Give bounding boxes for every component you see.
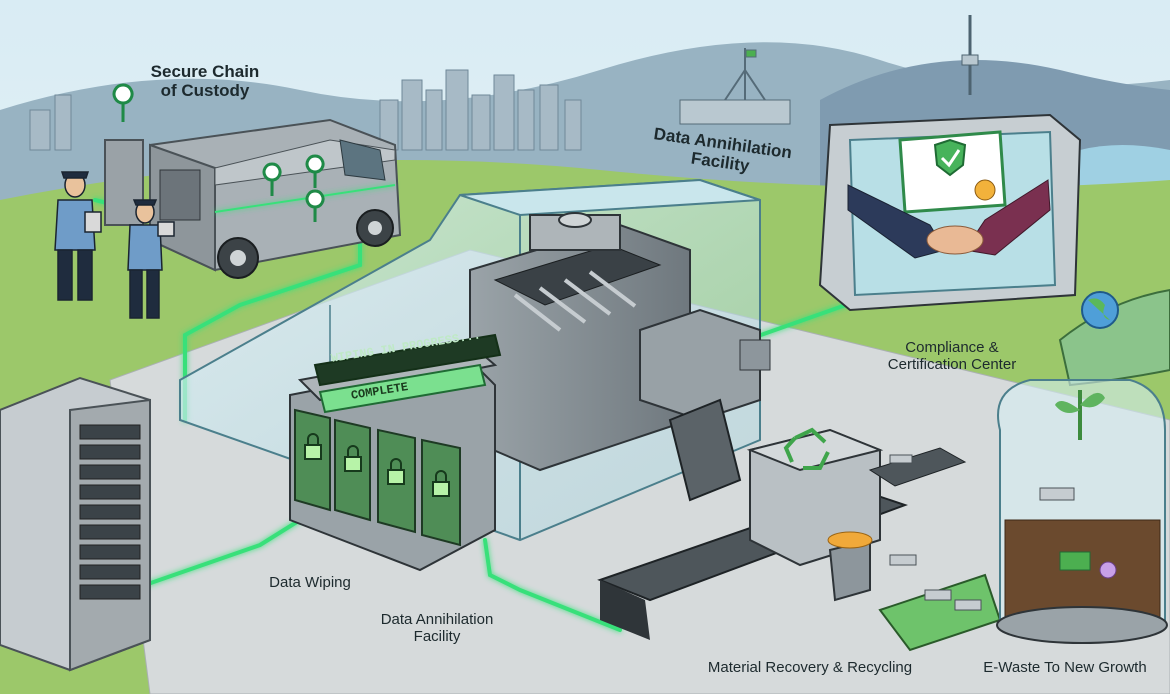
recycle-icon xyxy=(783,427,830,470)
recycling-station xyxy=(597,398,1002,652)
parliament-building xyxy=(679,48,791,125)
label-compliance-certification-center: Compliance & Certification Center xyxy=(887,339,1017,373)
e-waste-terrarium xyxy=(996,379,1168,644)
globe-icon xyxy=(1081,291,1119,329)
compliance-center xyxy=(818,113,1082,312)
label-data-annihilation-facility-bottom: Data Annihilation Facility xyxy=(380,611,494,645)
industrial-shredder xyxy=(469,212,771,472)
city-skyline xyxy=(29,69,582,151)
server-rack xyxy=(0,376,151,672)
shield-check-icon xyxy=(933,138,967,177)
security-officers xyxy=(54,171,175,319)
armored-truck xyxy=(104,118,402,279)
wiping-console xyxy=(289,333,502,572)
label-e-waste-to-new-growth: E-Waste To New Growth xyxy=(983,659,1147,676)
label-secure-chain-of-custody: Secure Chain of Custody xyxy=(150,62,260,101)
label-data-wiping: Data Wiping xyxy=(269,574,351,591)
padlock-icon xyxy=(304,433,450,497)
telecom-tower xyxy=(961,15,979,95)
location-pin-icon xyxy=(112,83,325,223)
label-material-recovery-recycling: Material Recovery & Recycling xyxy=(707,659,913,676)
